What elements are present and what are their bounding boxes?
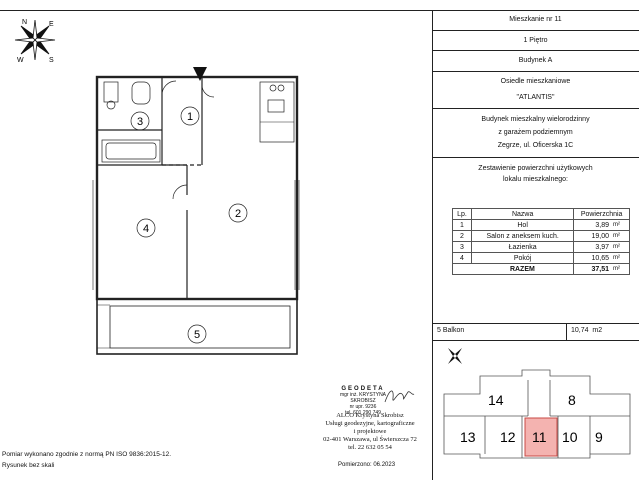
building-desc-1: Budynek mieszkalny wielorodzinny [481, 116, 590, 123]
separator [566, 323, 567, 340]
room-name: Salon z aneksem kuch. [470, 230, 575, 242]
building-label: Budynek A [518, 57, 553, 64]
area-unit: m² [611, 252, 630, 264]
row-number: 4 [452, 252, 472, 264]
stamp-line: tel. 601 290 749 [345, 410, 381, 416]
key-unit-label: 10 [562, 429, 578, 445]
column-header: Lp. [452, 208, 472, 220]
room-2-label: 2 [235, 208, 241, 220]
entrance-arrow-icon [193, 67, 207, 81]
room-name: Pokój [470, 252, 575, 264]
area-unit: m² [611, 241, 630, 253]
separator [432, 50, 639, 51]
company-line: tel. 22 632 05 54 [348, 444, 392, 451]
floor-label: 1 Piętro [523, 37, 548, 44]
summary-title-1: Zestawienie powierzchni użytkowych [478, 165, 593, 172]
compass-w: W [17, 57, 24, 64]
area-unit: m² [611, 219, 630, 231]
address: Zegrze, ul. Oficerska 1C [497, 142, 574, 149]
key-unit-label: 14 [488, 392, 504, 408]
balcony-area: 10,74 m2 [571, 327, 603, 334]
total-label: RAZEM [471, 263, 575, 275]
compass-rose-icon: N E S W [14, 19, 56, 64]
estate-name: "ATLANTIS" [516, 94, 555, 101]
surveyor-stamp: GEODETA mgr inż. KRYSTYNA SKROBISZ nr up… [328, 386, 398, 416]
key-unit-label: 11 [532, 429, 547, 445]
room-name: Łazienka [470, 241, 575, 253]
column-header: Powierzchnia [573, 208, 630, 220]
compass-n: N [22, 19, 27, 26]
separator [432, 323, 639, 324]
company-line: Usługi geodezyjne, kartograficzne [325, 420, 415, 427]
small-compass-icon [448, 348, 462, 364]
compass-e: E [49, 21, 54, 28]
signature-icon [384, 390, 415, 403]
company-line: ALCO Krystyna Skrobisz [336, 412, 404, 419]
total-area: 37,51 [573, 263, 611, 275]
row-number: 2 [452, 230, 472, 242]
table-total-row: RAZEM 37,51 m² [452, 263, 630, 275]
highlighted-unit [524, 417, 558, 457]
stamp-title: GEODETA [341, 386, 385, 392]
key-unit-label: 8 [568, 392, 576, 408]
column-header: Nazwa [470, 208, 575, 220]
footer-scale-note: Rysunek bez skali [2, 462, 55, 469]
row-number: 1 [452, 219, 472, 231]
separator [432, 157, 639, 158]
area-unit: m² [611, 230, 630, 242]
balcony-label: 5 Balkon [437, 327, 465, 334]
key-unit-label: 9 [595, 429, 603, 445]
stamp-line: nr upr. 9236 [349, 404, 377, 410]
compass-s: S [49, 57, 54, 64]
floor-plan: 1 2 3 4 5 [92, 67, 300, 355]
room-4-label: 4 [143, 223, 149, 235]
room-5-label: 5 [194, 329, 200, 341]
summary-title-2: lokalu mieszkalnego: [503, 176, 568, 183]
separator [432, 108, 639, 109]
area-unit: m² [611, 263, 630, 275]
sheet-top-border [0, 10, 639, 11]
sheet-divider [432, 10, 433, 480]
key-unit-label: 13 [460, 429, 476, 445]
table-row: 3 Łazienka 3,97 m² [452, 241, 630, 253]
unit-number: Mieszkanie nr 11 [509, 16, 562, 23]
room-area: 3,89 [573, 219, 611, 231]
company-line: 02-401 Warszawa, ul Świerszcza 72 [323, 436, 417, 443]
room-3-label: 3 [137, 116, 143, 128]
room-name: Hol [470, 219, 575, 231]
key-plan: 14 8 13 12 11 10 9 [443, 369, 631, 459]
room-area: 3,97 [573, 241, 611, 253]
company-line: i projektowe [353, 428, 387, 435]
room-area: 19,00 [573, 230, 611, 242]
building-desc-2: z garażem podziemnym [498, 129, 573, 136]
measured-date: Pomierzono: 06.2023 [338, 462, 396, 468]
separator [432, 30, 639, 31]
company-info: ALCO Krystyna Skrobisz Usługi geodezyjne… [305, 412, 435, 452]
stamp-line: mgr inż. KRYSTYNA SKROBISZ [339, 392, 387, 404]
row-number: 3 [452, 241, 472, 253]
separator [432, 71, 639, 72]
footer-note: Pomiar wykonano zgodnie z normą PN ISO 9… [2, 451, 172, 458]
estate-label: Osiedle mieszkaniowe [500, 78, 571, 85]
table-row: 4 Pokój 10,65 m² [452, 252, 630, 264]
table-header-row: Lp. Nazwa Powierzchnia [452, 208, 630, 220]
separator [432, 340, 639, 341]
table-row: 1 Hol 3,89 m² [452, 219, 630, 231]
room-area: 10,65 [573, 252, 611, 264]
room-1-label: 1 [187, 111, 193, 123]
table-row: 2 Salon z aneksem kuch. 19,00 m² [452, 230, 630, 242]
area-table: Lp. Nazwa Powierzchnia 1 Hol 3,89 m² 2 S… [452, 208, 630, 275]
key-unit-label: 12 [500, 429, 516, 445]
